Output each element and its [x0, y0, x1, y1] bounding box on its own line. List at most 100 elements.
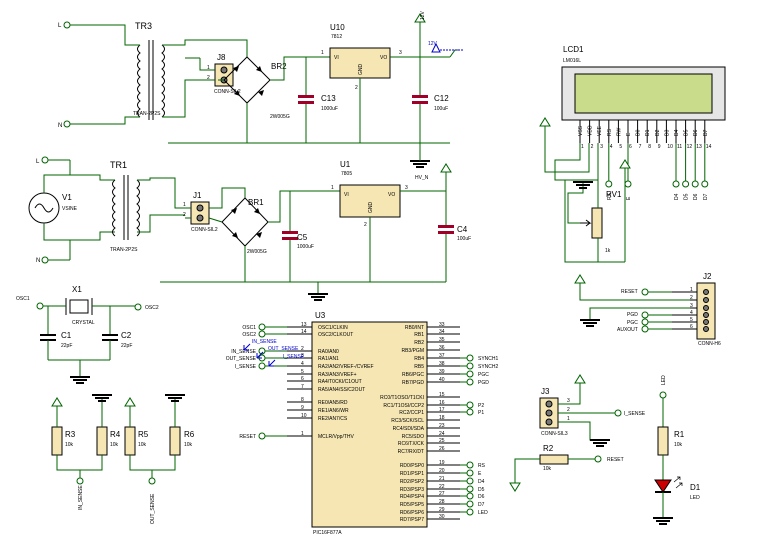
u1-ref: U1: [340, 160, 351, 169]
j2-pgc-terminal[interactable]: [641, 318, 649, 326]
c4-capacitor[interactable]: C4 100uF: [438, 225, 471, 282]
in-sense-terminal[interactable]: [76, 477, 84, 485]
lcd-tap-terminal-d6[interactable]: [691, 180, 699, 188]
u3-terminal-in-sense[interactable]: [258, 347, 266, 355]
u3-pin-num-33: 33: [439, 322, 445, 328]
x1-crystal[interactable]: X1 CRYSTAL: [65, 285, 95, 326]
u3-pin-num-10: 10: [301, 413, 307, 419]
d1-led[interactable]: D1 LED: [654, 476, 701, 501]
j3-i-sense-label: I_SENSE: [624, 411, 646, 417]
u3-pin-num-1: 1: [301, 431, 304, 437]
tr3-n-terminal[interactable]: [63, 120, 71, 128]
r2-resistor[interactable]: R2 10k: [539, 444, 569, 472]
r4-resistor[interactable]: R4 10k: [96, 426, 121, 456]
u3-net-led: LED: [478, 510, 488, 516]
v1-ac-source[interactable]: V1 VSINE: [28, 192, 78, 224]
ground-j3-symbol: [589, 439, 611, 447]
tr1-transformer[interactable]: TR1 TRAN-2P2S: [110, 160, 140, 253]
j3-i-sense-terminal[interactable]: [614, 409, 622, 417]
rv1-potentiometer[interactable]: RV1 1k: [580, 190, 622, 254]
u3-pin-re0-an5-rd: RE0/AN5/RD: [318, 400, 348, 406]
u3-net-in-sense: IN_SENSE: [231, 349, 256, 355]
c1-value: 22pF: [61, 343, 72, 349]
tr3-l-terminal[interactable]: [63, 21, 71, 29]
r1-value: 10k: [674, 442, 683, 448]
lcd-pin-e: E: [626, 132, 632, 136]
u1-pin1: 1: [331, 185, 334, 191]
j3-connector[interactable]: J3 CONN-SIL3 3 2 1: [539, 387, 570, 437]
u3-pin-rb5: RB5: [414, 364, 424, 370]
u3-terminal-rs[interactable]: [466, 461, 474, 469]
j2-auxout-terminal[interactable]: [641, 325, 649, 333]
u3-terminal-d5[interactable]: [466, 485, 474, 493]
u1-pin3: 3: [405, 185, 408, 191]
j2-reset-terminal[interactable]: [641, 288, 649, 296]
lcd-tap-terminal-e[interactable]: [624, 180, 632, 188]
vcc5-power-arrow: [440, 163, 452, 173]
u3-pin-num-36: 36: [439, 345, 445, 351]
v12-voltage-probe[interactable]: 12V: [428, 41, 463, 58]
r1-ref: R1: [674, 430, 685, 439]
u3-terminal-e[interactable]: [466, 469, 474, 477]
osc1-terminal[interactable]: [36, 302, 44, 310]
u3-terminal-p1[interactable]: [466, 408, 474, 416]
u3-terminal-d4[interactable]: [466, 477, 474, 485]
u3-terminal-osc1[interactable]: [258, 323, 266, 331]
r1-resistor[interactable]: R1 10k: [657, 426, 685, 456]
tr3-transformer[interactable]: TR3 TRAN-2P2S: [133, 21, 165, 120]
lcd-pin-num-7: 7: [639, 144, 642, 150]
j8-connector[interactable]: J8 1 2 CONN-SIL2: [207, 53, 241, 95]
j2-pgd-terminal[interactable]: [641, 311, 649, 319]
osc2-terminal[interactable]: [134, 303, 142, 311]
lcd-tap-terminal-d7[interactable]: [701, 180, 709, 188]
u3-pin-rb0-int: RB0/INT: [405, 325, 424, 331]
j1-connector[interactable]: J1 1 2 CONN-SIL2: [183, 191, 218, 233]
lcd-pin-d3: D3: [664, 129, 670, 136]
u3-terminal-i-sense[interactable]: [258, 362, 266, 370]
u3-terminal-osc2[interactable]: [258, 330, 266, 338]
u3-pin-ra2-an2-vref-cvref: RA2/AN2/VREF-/CVREF: [318, 364, 374, 370]
tr1-l-terminal[interactable]: [41, 156, 49, 164]
lcd-pin-num-12: 12: [687, 144, 693, 150]
u3-terminal-led[interactable]: [466, 508, 474, 516]
out-sense-terminal[interactable]: [148, 477, 156, 485]
c12-capacitor[interactable]: C12 100uF: [412, 57, 449, 143]
lcd-pin-num-13: 13: [696, 144, 702, 150]
u3-pin-rb4: RB4: [414, 356, 424, 362]
u10-regulator[interactable]: U10 7812 VI VO GND 1 3 2: [321, 23, 402, 91]
u3-terminal-d7[interactable]: [466, 500, 474, 508]
u3-terminal-synch1[interactable]: [466, 354, 474, 362]
ground-led-symbol: [652, 517, 674, 525]
c1-capacitor[interactable]: C1 22pF: [40, 306, 72, 360]
u3-microcontroller[interactable]: U3 PIC16F877A: [311, 311, 428, 536]
j2-pgd-label: PGD: [627, 312, 638, 318]
r6-resistor[interactable]: R6 10k: [169, 426, 195, 456]
j1-pin2: 2: [183, 212, 186, 218]
lcd1-display[interactable]: LCD1 LM016L: [561, 45, 726, 121]
c13-capacitor[interactable]: C13 1000uF: [298, 57, 338, 143]
sense-probes[interactable]: IN_SENSE OUT_SENSE I_SENSE: [243, 339, 305, 367]
u3-terminal-pgd[interactable]: [466, 378, 474, 386]
u3-terminal-pgc[interactable]: [466, 370, 474, 378]
u3-pin-num-24: 24: [439, 431, 445, 437]
u3-terminal-p2[interactable]: [466, 401, 474, 409]
r2-reset-terminal[interactable]: [594, 455, 602, 463]
led-terminal[interactable]: [659, 391, 667, 399]
lcd-tap-terminal-d5[interactable]: [682, 180, 690, 188]
c5-capacitor[interactable]: C5 1000uF: [282, 191, 314, 282]
u1-vi: VI: [344, 192, 349, 198]
j3-ref: J3: [541, 387, 550, 396]
u3-terminal-reset[interactable]: [258, 432, 266, 440]
u1-regulator[interactable]: U1 7805 VI VO GND 1 3 2: [331, 160, 408, 228]
lcd-tap-terminal-rs[interactable]: [605, 180, 613, 188]
probe-in-sense: IN_SENSE: [252, 339, 277, 345]
r5-resistor[interactable]: R5 10k: [124, 426, 149, 456]
tr1-n-terminal[interactable]: [41, 256, 49, 264]
u3-pin-ra4-t0cki-c1out: RA4/T0CKI/C1OUT: [318, 379, 362, 385]
u3-terminal-synch2[interactable]: [466, 362, 474, 370]
lcd-tap-terminal-d4[interactable]: [672, 180, 680, 188]
c2-capacitor[interactable]: C2 22pF: [102, 306, 132, 360]
j2-connector[interactable]: J2 CONN-H6: [696, 272, 721, 347]
u3-terminal-d6[interactable]: [466, 492, 474, 500]
r3-resistor[interactable]: R3 10k: [51, 426, 76, 456]
